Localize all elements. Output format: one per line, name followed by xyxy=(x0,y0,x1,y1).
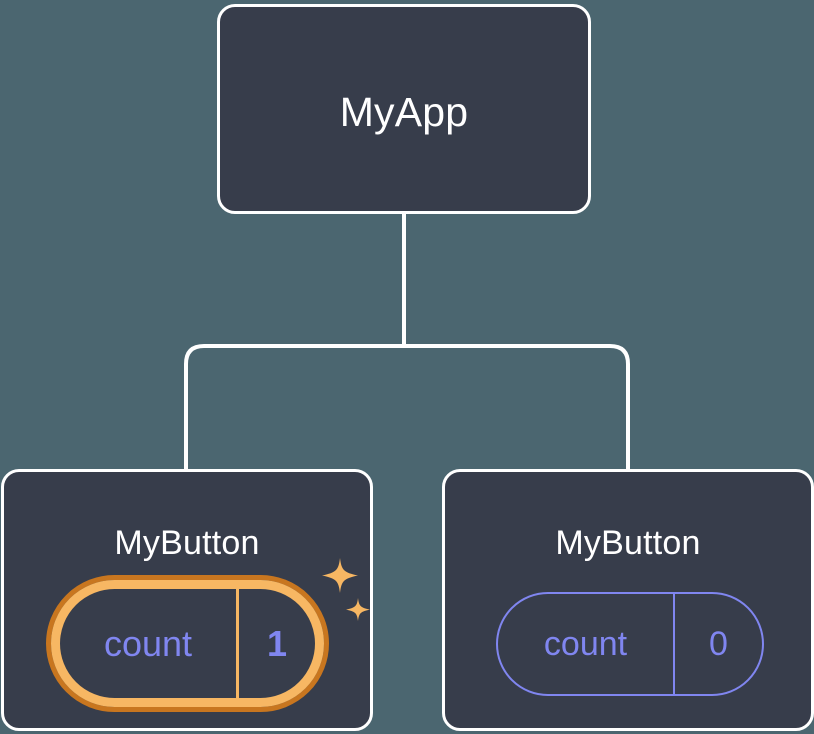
node-mybutton-right[interactable]: MyButton count 0 xyxy=(442,469,814,731)
state-value-left: 1 xyxy=(266,622,288,664)
node-mybutton-left-label: MyButton xyxy=(114,524,260,562)
state-pill-left-highlighted[interactable]: count 1 xyxy=(46,575,329,712)
node-mybutton-right-label: MyButton xyxy=(555,524,701,562)
state-pill-left-inner-ring: count 1 xyxy=(51,580,324,707)
state-pill-right[interactable]: count 0 xyxy=(496,592,764,696)
state-key-right: count xyxy=(498,594,675,694)
state-key-left: count xyxy=(60,589,239,698)
node-mybutton-left[interactable]: MyButton count 1 xyxy=(1,469,373,731)
connector-branch-bus xyxy=(184,344,630,470)
state-value-right: 0 xyxy=(709,624,728,663)
node-myapp[interactable]: MyApp xyxy=(217,4,591,214)
node-myapp-label: MyApp xyxy=(339,89,469,135)
